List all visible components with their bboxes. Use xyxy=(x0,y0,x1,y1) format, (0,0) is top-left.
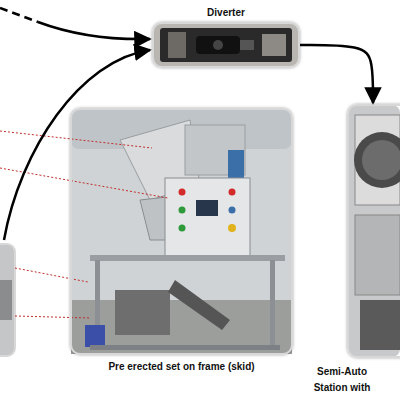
node-heading: Diverter xyxy=(152,7,300,19)
node-heading: Semi-Auto Station with xyxy=(307,364,377,396)
caption-text: Pre erected set on frame (skid) xyxy=(70,361,293,373)
station-box: Semi-Auto Station with xyxy=(347,104,400,358)
leader-lines xyxy=(0,131,168,318)
flow-lines xyxy=(0,8,150,240)
flow-arrow xyxy=(300,45,373,103)
diverter-box: Diverter xyxy=(152,22,300,68)
skid-photo xyxy=(71,109,292,354)
station-photo xyxy=(348,105,400,357)
skid-photo-box: Pre erected set on frame (skid) xyxy=(70,108,293,355)
left-photo xyxy=(0,244,15,356)
diverter-photo xyxy=(153,23,299,67)
